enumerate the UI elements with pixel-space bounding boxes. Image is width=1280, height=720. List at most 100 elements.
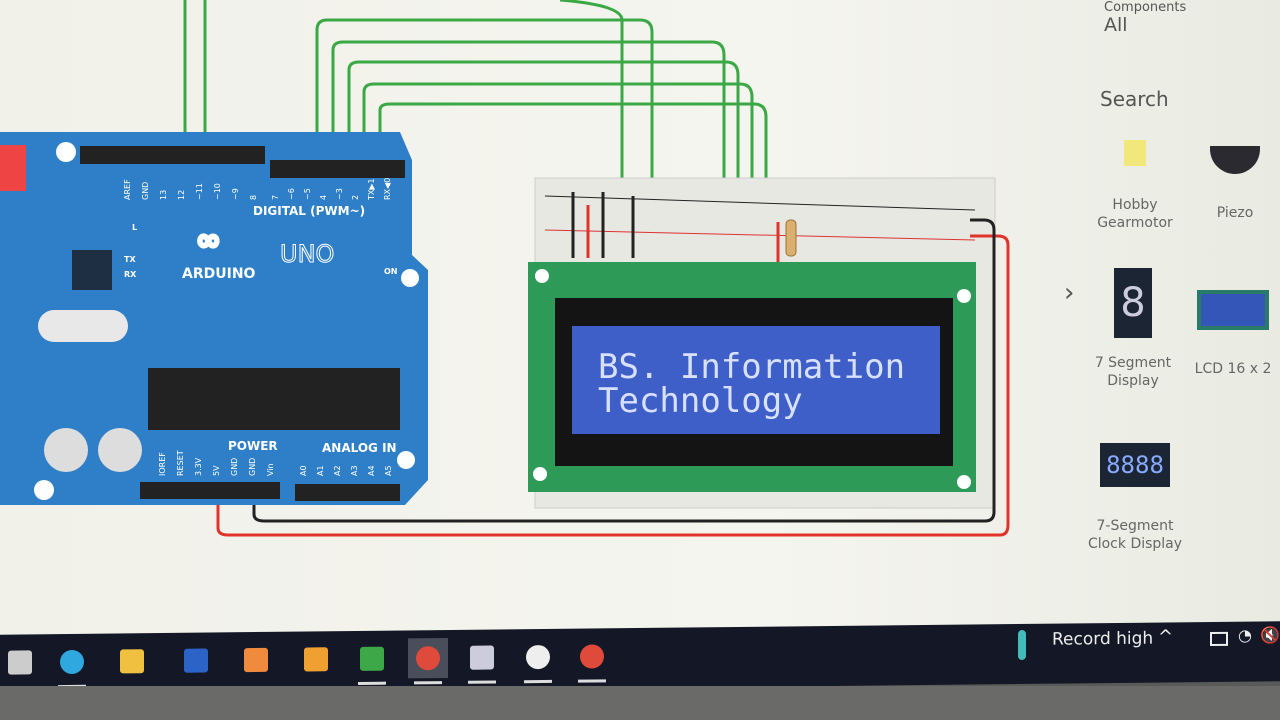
arduino-uno[interactable]: DIGITAL (PWM~) ARDUINO UNO POWER ANALOG …: [0, 132, 428, 505]
power-pin-label: GND: [248, 458, 257, 476]
taskbar-app-notepad[interactable]: [462, 637, 502, 684]
lcd-icon: [1197, 290, 1269, 330]
components-filter[interactable]: All: [1104, 14, 1128, 36]
seven-segment-icon: 8: [1114, 268, 1152, 338]
power-pin-label: 5V: [212, 465, 221, 476]
digital-pin-label: 12: [177, 190, 186, 200]
analog-pin-label: A3: [350, 465, 359, 476]
thermometer-icon: [1018, 629, 1026, 661]
arduino-logo: ∞: [196, 223, 221, 258]
word-icon: [184, 648, 208, 673]
component-label: 7 Segment: [1094, 355, 1172, 371]
digital-pin-label: ~6: [287, 188, 296, 200]
digital-pin-label: ~11: [195, 183, 204, 200]
green-wires[interactable]: [183, 0, 768, 268]
component-label: Gearmotor: [1097, 215, 1173, 231]
chrome-icon: [580, 644, 604, 669]
taskbar-app-edge[interactable]: [52, 642, 92, 689]
tray-chevron-icon[interactable]: ^: [1158, 626, 1174, 648]
component-7-segment-display[interactable]: 8 7 Segment Display: [1078, 268, 1188, 390]
analog-label: ANALOG IN: [322, 441, 397, 455]
volume-muted-icon[interactable]: 🔇: [1260, 625, 1280, 645]
wifi-icon[interactable]: ◔: [1238, 625, 1252, 645]
digital-label: DIGITAL (PWM~): [253, 204, 365, 218]
resistor[interactable]: [785, 219, 797, 257]
led-tx: TX: [124, 255, 136, 264]
android-studio-icon: [360, 646, 384, 671]
digital-pin-label: TX▶1: [367, 178, 376, 201]
monitor-bezel: [0, 686, 1280, 720]
analog-pin-label: A4: [367, 465, 376, 476]
edge-icon: [60, 649, 84, 675]
digital-pin-label: 2: [351, 195, 360, 200]
taskbar-app-settings[interactable]: [518, 637, 558, 684]
search-input[interactable]: Search: [1100, 87, 1169, 111]
digital-pin-label: ~5: [303, 188, 312, 200]
piezo-icon: [1210, 146, 1260, 174]
digital-pin-label: GND: [141, 182, 150, 200]
digital-pin-label: 4: [319, 195, 328, 200]
power-pin-label: Vin: [266, 463, 275, 476]
taskbar: Record high ^ ◔ 🔇: [0, 621, 1280, 695]
lcd-line-1: BS. Information: [598, 347, 905, 387]
digital-pin-label: RX◀0: [383, 178, 392, 200]
analog-pin-label: A2: [333, 465, 342, 476]
digital-pin-label: AREF: [123, 179, 132, 200]
taskbar-app-sublime[interactable]: [296, 639, 336, 679]
xampp-icon: [244, 647, 268, 673]
component-7-segment-clock[interactable]: 8888 7-Segment Clock Display: [1080, 443, 1190, 553]
component-label: LCD 16 x 2: [1194, 361, 1272, 377]
analog-pin-label: A0: [299, 465, 308, 476]
component-label: Display: [1107, 373, 1159, 389]
analog-pin-label: A5: [384, 465, 393, 476]
digital-pin-label: ~9: [231, 188, 240, 200]
components-label: Components: [1104, 0, 1187, 15]
screen: BS. Information Technology DIGITAL (PWM~…: [0, 0, 1280, 640]
component-hobby-gearmotor[interactable]: Hobby Gearmotor: [1080, 140, 1190, 232]
taskbar-app-xampp[interactable]: [236, 640, 276, 680]
component-label: Clock Display: [1087, 536, 1183, 552]
component-piezo[interactable]: Piezo: [1180, 146, 1280, 222]
lcd-16x2[interactable]: BS. Information Technology: [528, 262, 976, 492]
digital-pin-label: ~3: [335, 188, 344, 200]
digital-pin-label: 8: [249, 195, 258, 200]
power-pin-label: GND: [230, 458, 239, 476]
component-label: Hobby: [1112, 197, 1158, 213]
power-label: POWER: [228, 439, 278, 453]
power-pin-label: IOREF: [158, 452, 167, 476]
analog-pin-label: A1: [316, 465, 325, 476]
lcd-line-2: Technology: [598, 381, 803, 421]
taskbar-app-widgets[interactable]: [0, 642, 40, 682]
components-panel: Components All Search › Hobby Gearmotor …: [1060, 0, 1280, 640]
weather-widget[interactable]: Record high: [1052, 628, 1154, 650]
power-wires[interactable]: [216, 218, 1010, 537]
circuit-canvas[interactable]: BS. Information Technology DIGITAL (PWM~…: [0, 0, 1060, 640]
power-pin-label: 3.3V: [194, 457, 203, 476]
brand-label: ARDUINO: [182, 266, 256, 282]
taskbar-app-android-studio[interactable]: [352, 639, 392, 685]
widgets-icon: [8, 650, 32, 675]
lcd-screen: [572, 326, 940, 434]
digital-pin-label: 13: [159, 190, 168, 200]
led-rx: RX: [124, 270, 137, 279]
led-l: L: [132, 223, 137, 232]
taskbar-app-file-explorer[interactable]: [112, 641, 152, 681]
taskbar-app-chrome[interactable]: [572, 636, 612, 683]
settings-icon: [526, 644, 550, 670]
jumper-wires[interactable]: [571, 192, 780, 268]
chrome-icon: [416, 646, 440, 671]
power-pin-label: RESET: [176, 450, 185, 476]
digital-pin-label: ~10: [213, 183, 222, 200]
file-explorer-icon: [120, 649, 144, 674]
taskbar-app-word[interactable]: [176, 640, 216, 680]
notepad-icon: [470, 645, 494, 670]
clock-display-icon: 8888: [1100, 443, 1170, 487]
led-on: ON: [384, 267, 398, 276]
sublime-icon: [304, 647, 328, 672]
digital-pin-label: 7: [271, 195, 280, 200]
battery-icon[interactable]: [1210, 631, 1228, 647]
component-lcd-16x2[interactable]: LCD 16 x 2: [1178, 290, 1280, 378]
taskbar-app-chrome[interactable]: [408, 638, 448, 685]
chevron-right-icon[interactable]: ›: [1064, 278, 1075, 308]
component-label: Piezo: [1216, 205, 1254, 221]
